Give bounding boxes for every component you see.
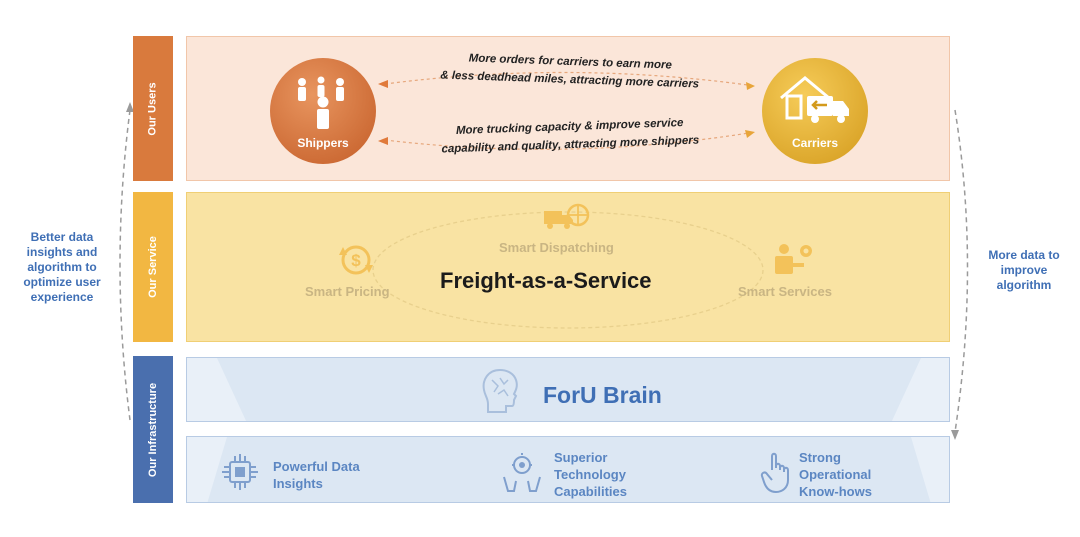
tab-our-service: Our Service (133, 192, 173, 342)
smart-dispatching-label: Smart Dispatching (499, 240, 614, 255)
carriers-label: Carriers (791, 136, 839, 150)
services-icon (775, 244, 812, 274)
foru-brain-panel (186, 357, 950, 422)
svg-text:$: $ (351, 251, 361, 270)
tab-our-users: Our Users (133, 36, 173, 181)
shippers-node: Shippers (270, 58, 376, 164)
shippers-label: Shippers (297, 136, 349, 150)
foru-brain-title: ForU Brain (543, 382, 662, 408)
pricing-icon: $ (339, 245, 373, 275)
carriers-node: Carriers (762, 58, 868, 164)
left-feedback-text: Better data insights and algorithm to op… (23, 230, 101, 304)
tech-hands-icon (503, 453, 541, 492)
people-icon (298, 76, 344, 129)
capability-technology: Superior Technology Capabilities (554, 450, 627, 499)
warehouse-truck-icon (780, 76, 849, 123)
dispatching-icon (544, 203, 590, 229)
capabilities-panel (186, 436, 950, 503)
smart-pricing-label: Smart Pricing (305, 284, 390, 299)
chip-icon (222, 454, 258, 490)
right-feedback-text: More data to improve algorithm (988, 248, 1060, 292)
brain-head-icon (482, 368, 518, 413)
capability-operational: Strong Operational Know-hows (799, 450, 872, 499)
capability-data-insights: Powerful Data Insights (273, 459, 360, 491)
hand-icon (760, 452, 789, 494)
tab-our-infrastructure: Our Infrastructure (133, 356, 173, 503)
freight-as-a-service-title: Freight-as-a-Service (440, 268, 652, 293)
smart-services-label: Smart Services (738, 284, 832, 299)
